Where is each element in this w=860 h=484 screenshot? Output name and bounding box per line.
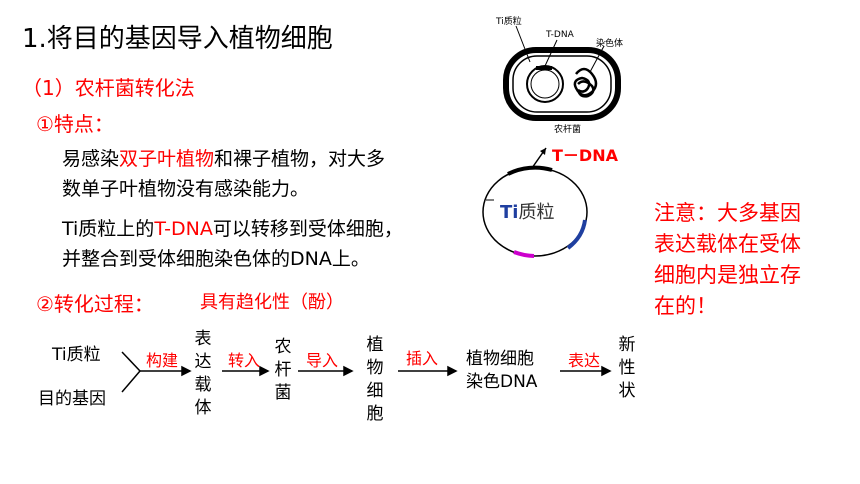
feature-paragraph-1: 易感染双子叶植物和裸子植物，对大多 数单子叶植物没有感染能力。 bbox=[62, 148, 386, 200]
process-heading: ②转化过程： bbox=[36, 292, 154, 316]
method-heading: （1）农杆菌转化法 bbox=[22, 76, 195, 100]
node-expression-vector: 表达载体 bbox=[194, 329, 212, 418]
page-title: 1.将目的基因导入植物细胞 bbox=[22, 24, 333, 54]
step-insert: 插入 bbox=[406, 349, 439, 368]
label-bacterium: 农杆菌 bbox=[554, 125, 582, 135]
label-ti-plasmid-small: Ti质粒 bbox=[496, 17, 522, 27]
flow-input-target-gene: 目的基因 bbox=[38, 389, 106, 409]
features-heading: ①特点： bbox=[36, 112, 114, 136]
highlight-dicot: 双子叶植物 bbox=[119, 148, 215, 170]
node-chromosome-dna: 植物细胞 染色DNA bbox=[466, 349, 538, 392]
node-new-trait: 新性状 bbox=[618, 335, 636, 401]
flow-connectors bbox=[121, 351, 612, 393]
step-transfer: 转入 bbox=[228, 351, 261, 370]
step-introduce: 导入 bbox=[306, 351, 339, 370]
label-tdna-small: T-DNA bbox=[546, 30, 574, 40]
ti-plasmid-figure bbox=[482, 147, 588, 258]
bacterium-figure bbox=[503, 25, 621, 121]
chromosome-icon bbox=[573, 67, 598, 98]
step-express: 表达 bbox=[568, 351, 601, 370]
chemotaxis-note: 具有趋化性（酚） bbox=[200, 292, 344, 313]
highlight-tdna: T-DNA bbox=[154, 218, 213, 240]
label-ti-plasmid: Ti质粒 bbox=[500, 202, 555, 223]
label-chromosome: 染色体 bbox=[596, 39, 624, 49]
node-plant-cell: 植物细胞 bbox=[366, 335, 384, 424]
label-tdna: T－DNA bbox=[552, 146, 618, 165]
feature-paragraph-2: Ti质粒上的T-DNA可以转移到受体细胞， 并整合到受体细胞染色体的DNA上。 bbox=[62, 218, 403, 270]
node-agrobacterium: 农杆菌 bbox=[274, 337, 292, 403]
step-construct: 构建 bbox=[146, 351, 179, 370]
flow-input-ti-plasmid: Ti质粒 bbox=[52, 345, 101, 365]
note-box: 注意：大多基因 表达载体在受体 细胞内是独立存 在的！ bbox=[654, 201, 801, 318]
